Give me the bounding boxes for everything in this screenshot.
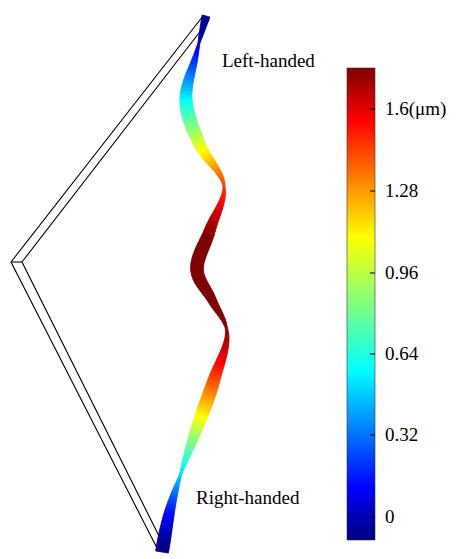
colorbar-tick-label: 0 (385, 506, 395, 528)
handedness-label: Left-handed (222, 50, 315, 72)
ribbon-segment (223, 186, 226, 190)
colorbar-tick-label: 0.64 (385, 343, 418, 365)
twisted-ribbon (156, 15, 229, 553)
ribbon-segment (180, 95, 192, 99)
color-bar (347, 68, 375, 540)
colorbar-tick-label: 0.96 (385, 262, 418, 284)
colorbar-tick-label: 0.32 (385, 424, 418, 446)
handedness-label: Right-handed (196, 487, 299, 509)
colorbar-tick-label: 1.28 (385, 180, 418, 202)
ribbon-segment (222, 182, 225, 186)
frame-outline (11, 16, 209, 550)
ribbon-segment (225, 330, 228, 334)
ribbon-segment (156, 547, 169, 553)
color-bar-ticks (370, 109, 375, 517)
colorbar-tick-label: 1.6(μm) (385, 98, 446, 120)
